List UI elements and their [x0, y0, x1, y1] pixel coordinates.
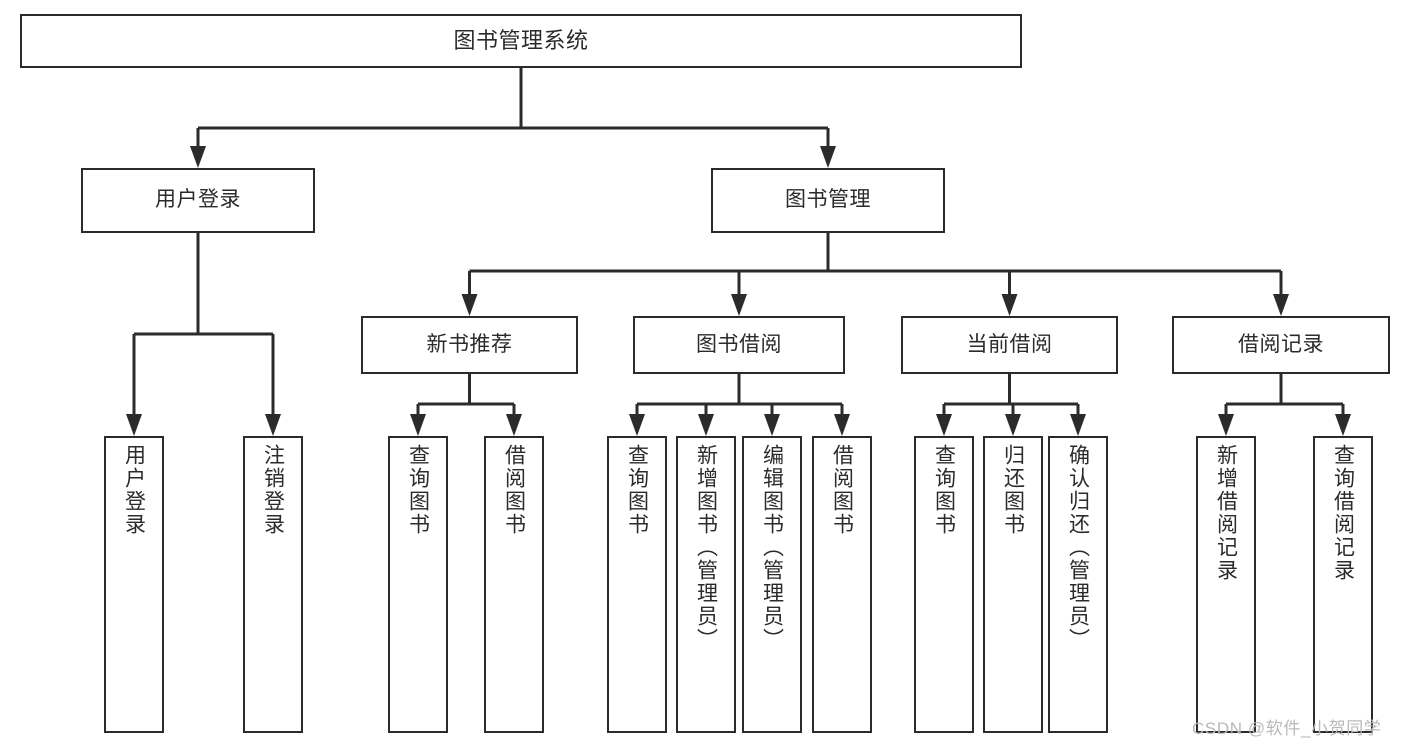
node-current-borrow[interactable]: 当前借阅 — [901, 316, 1118, 374]
node-label-leaf-borrow-book-1: 借阅图书 — [502, 444, 526, 536]
arrowhead-leaf-borrow-book-1 — [506, 414, 522, 436]
node-new-book-rec[interactable]: 新书推荐 — [361, 316, 578, 374]
node-leaf-query-book-3[interactable]: 查询图书 — [914, 436, 974, 733]
node-book-borrow[interactable]: 图书借阅 — [633, 316, 845, 374]
node-label-current-borrow: 当前借阅 — [966, 332, 1053, 356]
arrowhead-leaf-return-book — [1005, 414, 1021, 436]
arrowhead-leaf-query-book-1 — [410, 414, 426, 436]
node-label-leaf-query-book-3: 查询图书 — [932, 444, 956, 536]
node-label-new-book-rec: 新书推荐 — [426, 332, 513, 356]
arrowhead-leaf-add-record — [1218, 414, 1234, 436]
node-label-root: 图书管理系统 — [453, 28, 589, 54]
node-borrow-record[interactable]: 借阅记录 — [1172, 316, 1390, 374]
node-leaf-borrow-book-1[interactable]: 借阅图书 — [484, 436, 544, 733]
arrowhead-leaf-borrow-book-2 — [834, 414, 850, 436]
node-label-leaf-user-logout: 注销登录 — [261, 444, 285, 536]
node-leaf-borrow-book-2[interactable]: 借阅图书 — [812, 436, 872, 733]
arrowhead-leaf-confirm-ret — [1070, 414, 1086, 436]
arrowhead-book-borrow — [731, 294, 747, 316]
node-label-borrow-record: 借阅记录 — [1238, 332, 1324, 356]
node-book-mgmt[interactable]: 图书管理 — [711, 168, 945, 233]
node-label-leaf-return-book: 归还图书 — [1001, 444, 1025, 536]
node-label-book-borrow: 图书借阅 — [696, 332, 782, 356]
arrowhead-leaf-query-book-2 — [629, 414, 645, 436]
node-leaf-user-login[interactable]: 用户登录 — [104, 436, 164, 733]
watermark: CSDN @软件_小贺同学 — [1192, 719, 1382, 738]
arrowhead-leaf-user-login — [126, 414, 142, 436]
node-label-leaf-query-record: 查询借阅记录 — [1331, 444, 1355, 582]
node-leaf-add-record[interactable]: 新增借阅记录 — [1196, 436, 1256, 733]
arrowhead-book-mgmt — [820, 146, 836, 168]
node-leaf-confirm-ret[interactable]: 确认归还（管理员） — [1048, 436, 1108, 733]
node-label-user-login: 用户登录 — [155, 188, 241, 212]
arrowhead-leaf-edit-book — [764, 414, 780, 436]
node-label-leaf-edit-book: 编辑图书（管理员） — [760, 444, 784, 651]
node-label-leaf-confirm-ret: 确认归还（管理员） — [1066, 444, 1090, 651]
arrowhead-leaf-query-record — [1335, 414, 1351, 436]
arrowhead-borrow-record — [1273, 294, 1289, 316]
node-label-leaf-borrow-book-2: 借阅图书 — [830, 444, 854, 536]
arrowhead-leaf-add-book — [698, 414, 714, 436]
node-label-leaf-add-record: 新增借阅记录 — [1214, 444, 1238, 582]
node-label-book-mgmt: 图书管理 — [785, 188, 871, 212]
arrowhead-user-login — [190, 146, 206, 168]
node-label-leaf-user-login: 用户登录 — [122, 444, 146, 536]
node-leaf-query-book-2[interactable]: 查询图书 — [607, 436, 667, 733]
node-leaf-query-record[interactable]: 查询借阅记录 — [1313, 436, 1373, 733]
node-leaf-return-book[interactable]: 归还图书 — [983, 436, 1043, 733]
node-leaf-query-book-1[interactable]: 查询图书 — [388, 436, 448, 733]
node-leaf-edit-book[interactable]: 编辑图书（管理员） — [742, 436, 802, 733]
node-leaf-add-book[interactable]: 新增图书（管理员） — [676, 436, 736, 733]
node-leaf-user-logout[interactable]: 注销登录 — [243, 436, 303, 733]
node-label-leaf-query-book-1: 查询图书 — [406, 444, 430, 536]
node-user-login[interactable]: 用户登录 — [81, 168, 315, 233]
arrowhead-leaf-query-book-3 — [936, 414, 952, 436]
arrowhead-new-book-rec — [461, 294, 478, 316]
arrowhead-current-borrow — [1001, 294, 1018, 316]
node-label-leaf-add-book: 新增图书（管理员） — [694, 444, 718, 651]
node-root[interactable]: 图书管理系统 — [20, 14, 1022, 68]
node-label-leaf-query-book-2: 查询图书 — [625, 444, 649, 536]
arrowhead-leaf-user-logout — [265, 414, 281, 436]
